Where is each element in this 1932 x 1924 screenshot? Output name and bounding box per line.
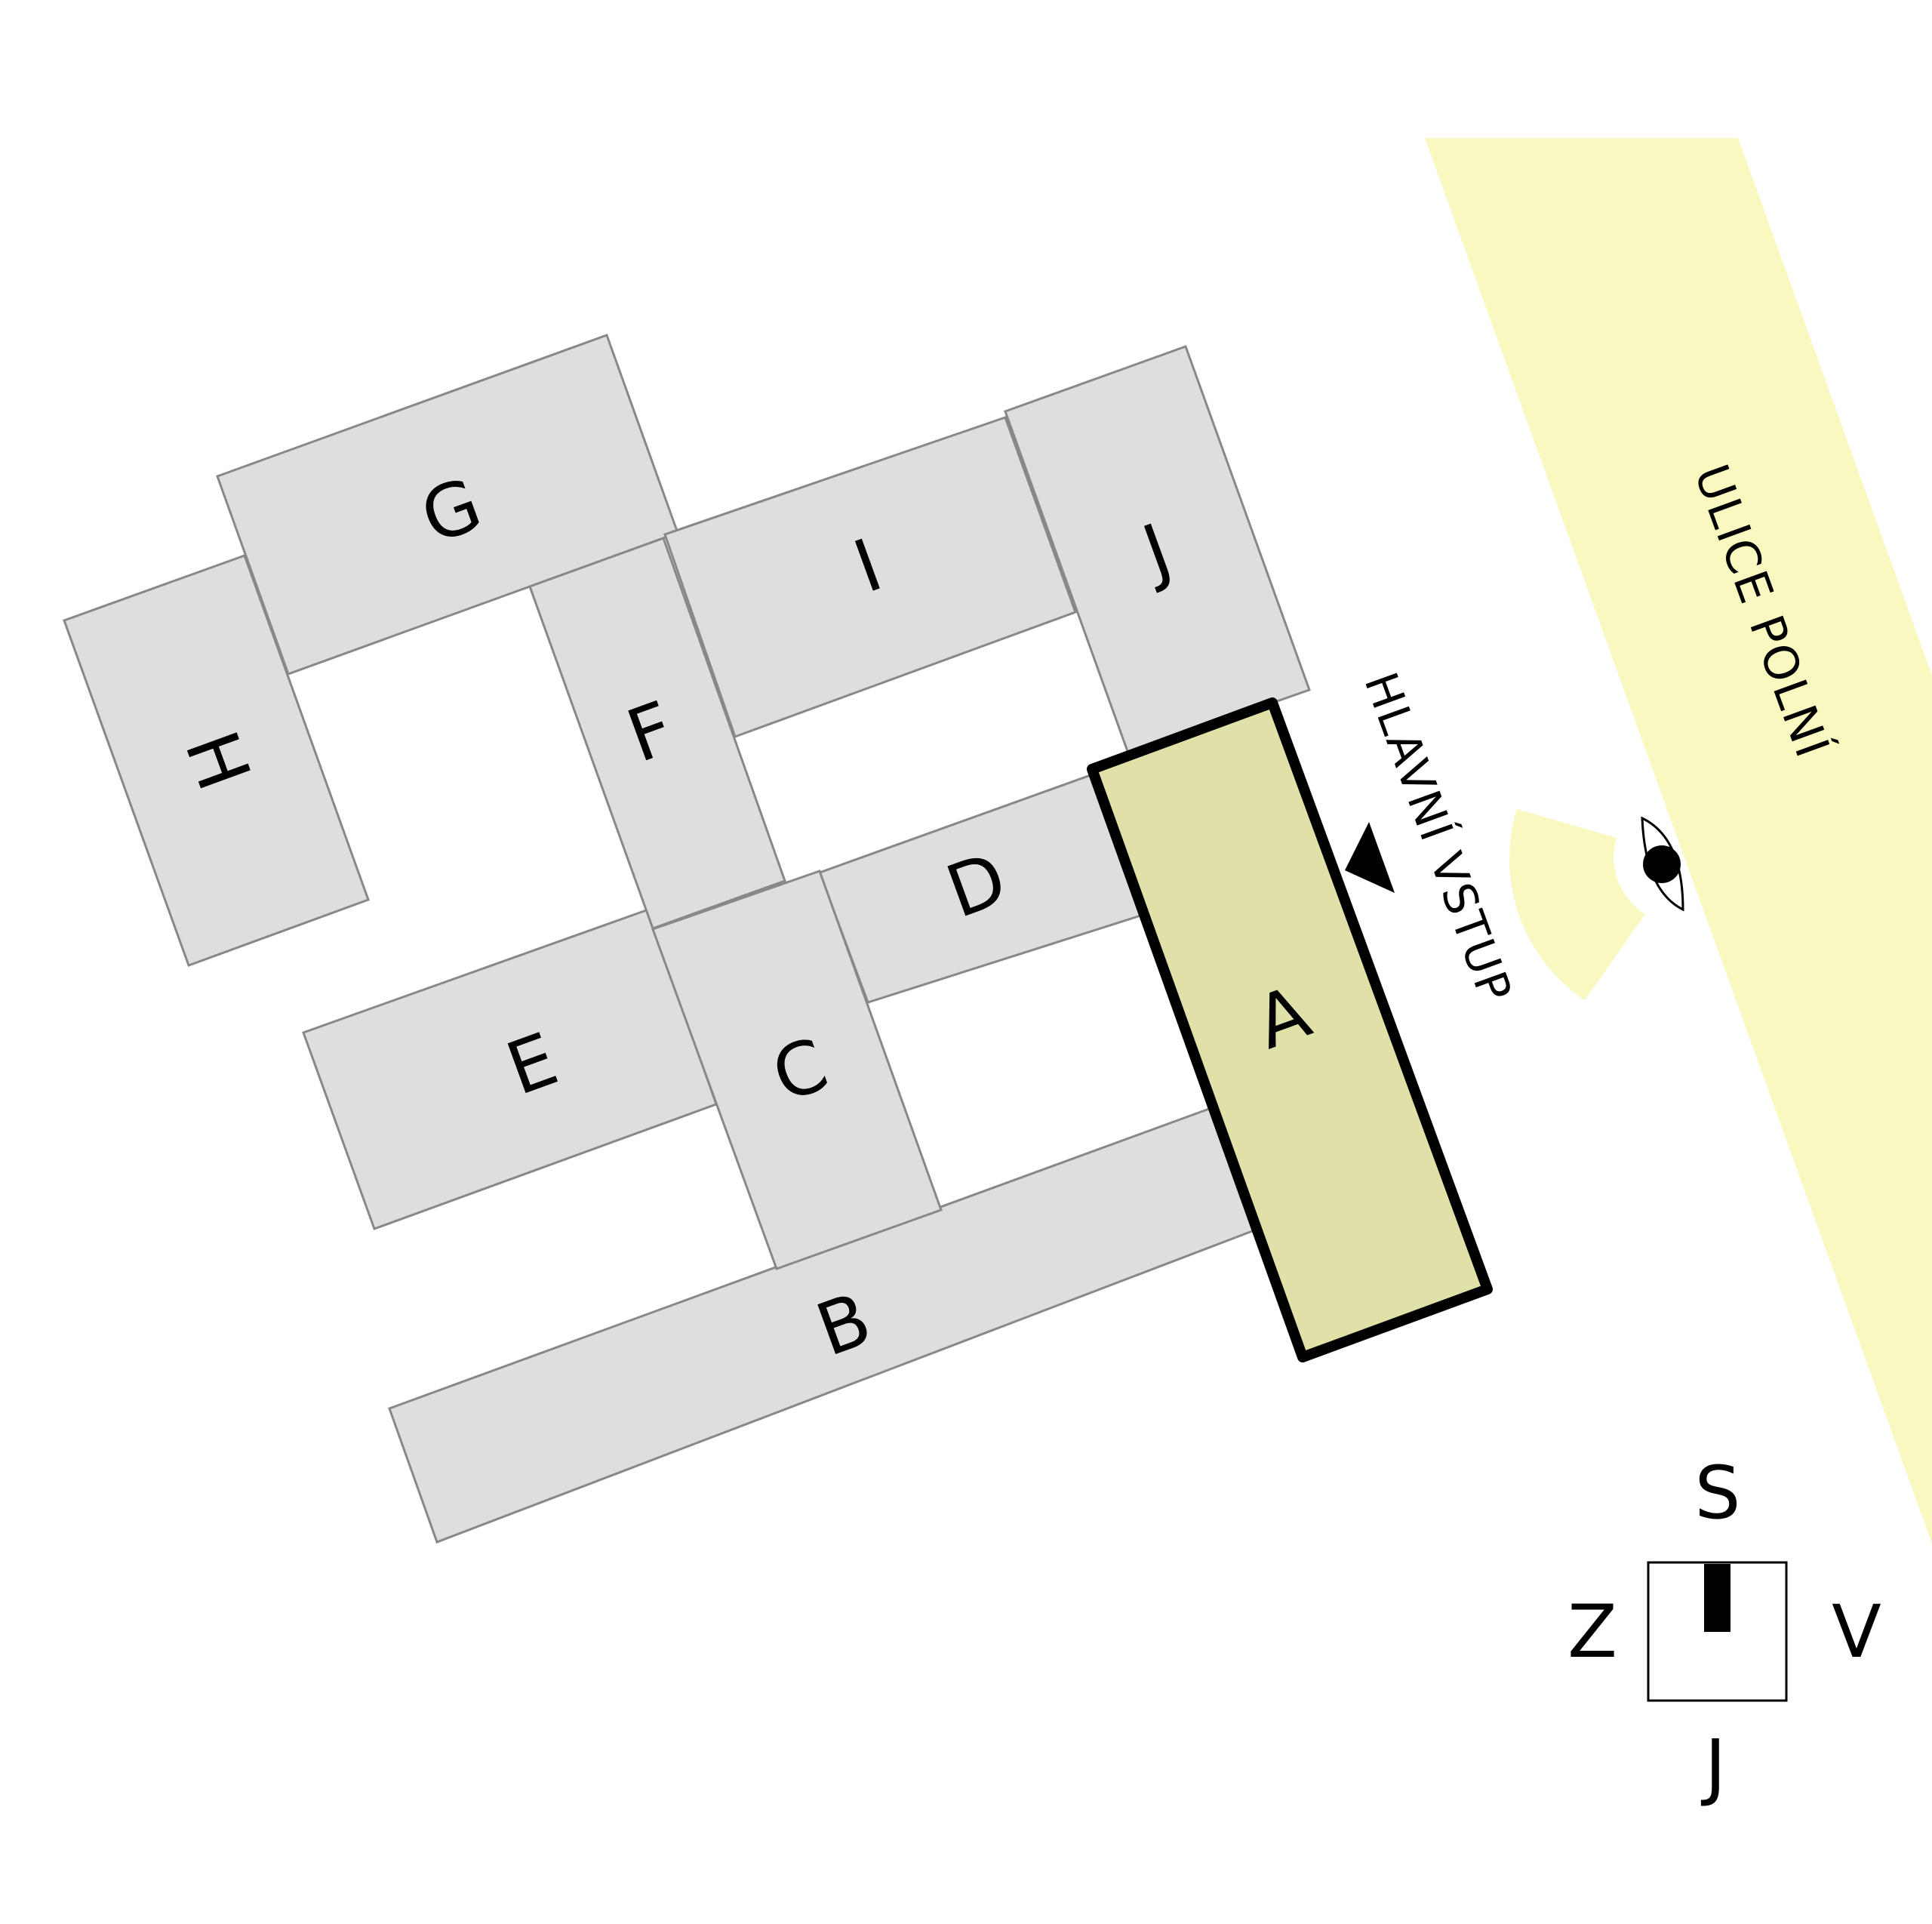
compass-east: V: [1832, 1590, 1881, 1674]
entrance-label: HLAVNÍ VSTUP: [1353, 665, 1523, 1010]
entrance-arrow-icon: [1345, 822, 1395, 893]
building-c[interactable]: [651, 870, 943, 1270]
buildings: [63, 334, 1493, 1544]
street-polni: [1425, 138, 1932, 1544]
view-cone: [1509, 809, 1645, 1000]
building-j[interactable]: [1004, 345, 1311, 755]
building-i[interactable]: [663, 416, 1077, 738]
compass-west: Z: [1567, 1590, 1617, 1674]
building-h[interactable]: [63, 554, 370, 967]
building-f[interactable]: [528, 537, 786, 930]
compass-north: S: [1695, 1451, 1741, 1535]
building-a[interactable]: [1087, 697, 1493, 1362]
compass-south: J: [1701, 1724, 1726, 1809]
compass: S J V Z: [1567, 1451, 1881, 1809]
compass-needle-icon: [1704, 1564, 1730, 1632]
eye-icon: [1641, 816, 1684, 912]
